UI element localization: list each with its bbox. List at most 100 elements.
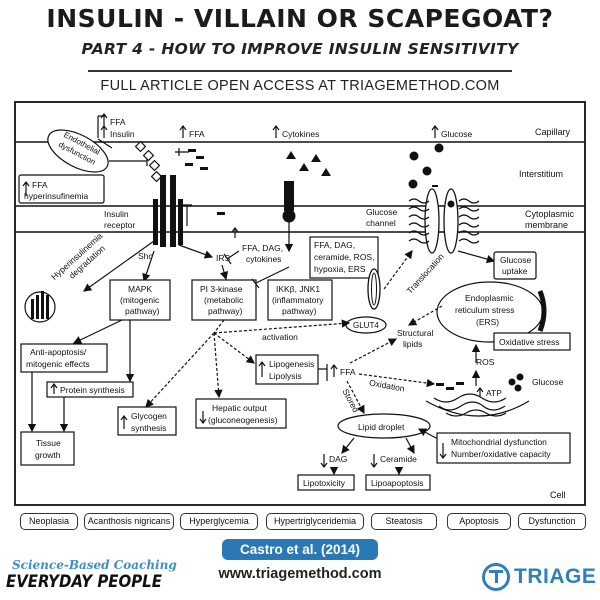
er-line1: Endoplasmic [465,293,514,303]
cell-label: Cell [550,490,566,500]
droplet-to-ceramide-arrow [405,437,415,455]
insulin-receptor-line1: Insulin [104,209,129,219]
glucose-dot-3 [408,179,418,189]
anti-apoptosis-line1: Anti-apoptosis/ [30,347,87,357]
degradation-arrow [83,240,155,292]
dag-label: DAG [329,454,347,464]
up-arrow-inhibitors [231,227,239,238]
insulin-receptor-outer-right [178,199,183,245]
mapk-line3: pathway) [125,306,160,316]
ffa-inhibit [175,148,189,156]
pi3k-line1: PI 3-kinase [200,284,243,294]
up-arrow-atp [476,387,484,397]
citation-badge: Castro et al. (2014) [222,539,378,560]
ffa-stored-arrow [346,380,365,415]
bar-icon-ring [24,291,56,323]
page-title: INSULIN - VILLAIN OR SCAPEGOAT? [46,4,554,33]
glut4-inner [371,272,377,306]
mito-to-droplet-arrow [417,428,439,440]
down-arrow-dag [320,454,328,468]
interstitium-label: Interstitium [519,169,563,179]
insulin-diamond-3 [148,159,161,172]
stress-factors-line3: hypoxia, ERS [314,264,366,274]
triage-logo-wordmark: TRIAGE [514,565,597,588]
ros-label: ROS [476,357,495,367]
up-arrow-hyper [22,181,30,196]
oxidation-dash-1 [436,383,444,386]
hyper-box-line2: hyperinsufinemia [24,191,89,201]
irs-label: IRS [216,253,231,263]
glut4-label: GLUT4 [353,321,379,330]
up-arrow-glycogen [120,415,128,429]
pi3k-line3: pathway) [208,306,243,316]
ffa-label-2: FFA [189,129,205,139]
cell-frame [14,101,586,506]
ffa-dash-5 [217,212,225,215]
oxidation-dash-3 [456,382,464,385]
protein-synthesis-box [46,381,134,398]
protein-synthesis-label: Protein synthesis [60,385,125,395]
channel-oval-2 [443,188,459,254]
membrane-label: membrane [525,220,568,230]
hepatic-line1: Hepatic output [212,403,267,413]
cytokine-triangle-1 [286,151,296,159]
insulin-diamond-2 [142,149,155,162]
cell-glucose-dot-2 [516,373,524,381]
outcome-neoplasia: Neoplasia [20,513,78,530]
ffa-oxidation-arrow [358,373,436,388]
insulin-receptor-outer-left [153,199,158,245]
cytokine-triangle-2 [311,154,321,162]
glut4-vesicle [367,268,381,310]
up-arrow-ffa [100,113,108,126]
inhibitors-line1: FFA, DAG, [242,243,283,253]
insulin-diamond-1 [134,140,147,153]
outcome-dysfunction: Dysfunction [518,513,586,530]
stress-factors-line1: FFA, DAG, [314,240,355,250]
pi3k-stem [213,319,225,334]
triage-logo: TRIAGE [482,562,597,592]
hyper-box-line1: FFA [32,180,48,190]
glucose-channel-line2: channel [366,218,396,228]
anti-apoptosis-box [20,343,108,373]
structural-lipids-line2: lipids [403,339,422,349]
glucose-dash [432,185,438,187]
outcome-hyperglycemia: Hyperglycemia [180,513,258,530]
outcome-apoptosis: Apoptosis [447,513,511,530]
mito-line2: Number/oxidative capacity [451,449,551,459]
bar-icon-1 [31,299,34,319]
bar-icon-2 [36,295,39,319]
hepatic-line2: (gluconeogenesis) [208,415,278,425]
logo-wordmark: EVERYDAY PEOPLE [6,572,162,592]
cytokines-label: Cytokines [282,129,319,139]
triage-logo-icon [482,563,510,591]
website-link[interactable]: www.triagemethod.com [218,566,382,582]
er-line3: (ERS) [476,317,499,327]
lipoapoptosis-label: Lipoapoptosis [371,478,423,488]
ffa-to-lipids-arrow [349,338,398,364]
receptor-to-irs-arrow [178,244,214,259]
er-line2: reticulum stress [455,305,515,315]
insulin-pathway-diagram: Capillary Interstitium Cytoplasmic membr… [14,101,586,506]
tissue-growth-line1: Tissue [36,438,61,448]
glucose-dot-4 [434,143,444,153]
glucose-dot-1 [409,151,419,161]
channel-glucose-dot [447,200,455,208]
ffa-dash-4 [200,167,208,170]
irs-to-pi3k-arrow [219,264,229,281]
endothelial-inhibit [109,156,148,166]
access-note: FULL ARTICLE OPEN ACCESS AT TRIAGEMETHOD… [100,78,500,94]
translocation-label: Translocation [404,251,446,296]
mito-dysfunction-box [436,432,571,464]
lipogenesis-bracket [318,364,328,381]
glucose-dot-2 [422,166,432,176]
lipotoxicity-box [297,474,355,491]
translocation-arrow [383,250,413,290]
logo-tagline: Science-Based Coaching [12,558,177,572]
outcome-steatosis: Steatosis [371,513,437,530]
mapk-to-anti-apoptosis-arrow [72,319,123,344]
cell-glucose-dot-3 [514,384,522,392]
glucose-uptake-line1: Glucose [500,255,531,265]
tissue-growth-box [20,431,75,466]
ffa-dash-1 [188,149,196,152]
lipid-droplet-label: Lipid droplet [358,422,405,432]
